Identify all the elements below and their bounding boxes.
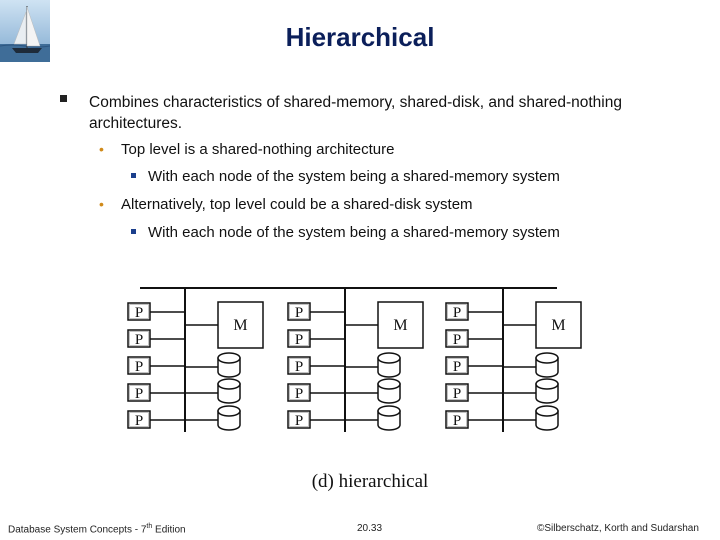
bullet-square-marker-small: [131, 173, 136, 178]
processor-box-inner: [447, 412, 467, 427]
processor-label: P: [295, 332, 303, 348]
disk-top: [535, 405, 559, 417]
processor-box-inner: [289, 331, 309, 346]
bullet-dot-marker: •: [99, 196, 104, 212]
processor-label: P: [453, 332, 461, 348]
processor-box-inner: [129, 385, 149, 400]
processor-label: P: [453, 305, 461, 321]
processor-label: P: [135, 413, 143, 429]
processor-box-inner: [289, 412, 309, 427]
processor-box-inner: [447, 331, 467, 346]
processor-label: P: [453, 413, 461, 429]
processor-box-inner: [289, 358, 309, 373]
processor-box-inner: [447, 304, 467, 319]
memory-label: M: [233, 317, 247, 334]
processor-label: P: [135, 332, 143, 348]
processor-label: P: [135, 359, 143, 375]
disk-top: [377, 352, 401, 364]
processor-label: P: [453, 386, 461, 402]
memory-label: M: [551, 317, 565, 334]
processor-label: P: [295, 413, 303, 429]
diagram-caption: (d) hierarchical: [312, 471, 429, 492]
disk-top: [535, 378, 559, 390]
processor-label: P: [135, 305, 143, 321]
processor-label: P: [295, 386, 303, 402]
processor-box-inner: [447, 385, 467, 400]
disk-top: [217, 378, 241, 390]
processor-label: P: [295, 359, 303, 375]
processor-box-inner: [129, 331, 149, 346]
memory-box: [535, 301, 582, 349]
processor-box-inner: [129, 304, 149, 319]
footer-book-title: Database System Concepts - 7th Edition: [8, 523, 186, 536]
bullet-level3-text-b: With each node of the system being a sha…: [148, 224, 560, 241]
bullet-level2-text-b: Alternatively, top level could be a shar…: [121, 196, 473, 213]
memory-label: M: [393, 317, 407, 334]
processor-box-inner: [289, 385, 309, 400]
bullet-square-marker: [60, 95, 67, 102]
processor-box-inner: [447, 358, 467, 373]
bullet-square-marker-small: [131, 229, 136, 234]
processor-label: P: [295, 305, 303, 321]
processor-label: P: [135, 386, 143, 402]
disk-top: [377, 405, 401, 417]
sailboat-logo: [0, 0, 51, 62]
disk-top: [377, 378, 401, 390]
bullet-level2-text-a: Top level is a shared-nothing architectu…: [121, 141, 395, 158]
processor-box-inner: [289, 304, 309, 319]
processor-label: P: [453, 359, 461, 375]
disk-top: [217, 352, 241, 364]
processor-box-inner: [129, 412, 149, 427]
footer-copyright: ©Silberschatz, Korth and Sudarshan: [537, 523, 699, 534]
slide-title: Hierarchical: [285, 22, 435, 52]
disk-top: [217, 405, 241, 417]
bullet-level1-text: Combines characteristics of shared-memor…: [89, 94, 622, 132]
processor-box-inner: [129, 358, 149, 373]
bullet-level3-text-a: With each node of the system being a sha…: [148, 168, 560, 185]
footer-page-number: 20.33: [357, 523, 383, 534]
disk-top: [535, 352, 559, 364]
bullet-dot-marker: •: [99, 141, 104, 157]
